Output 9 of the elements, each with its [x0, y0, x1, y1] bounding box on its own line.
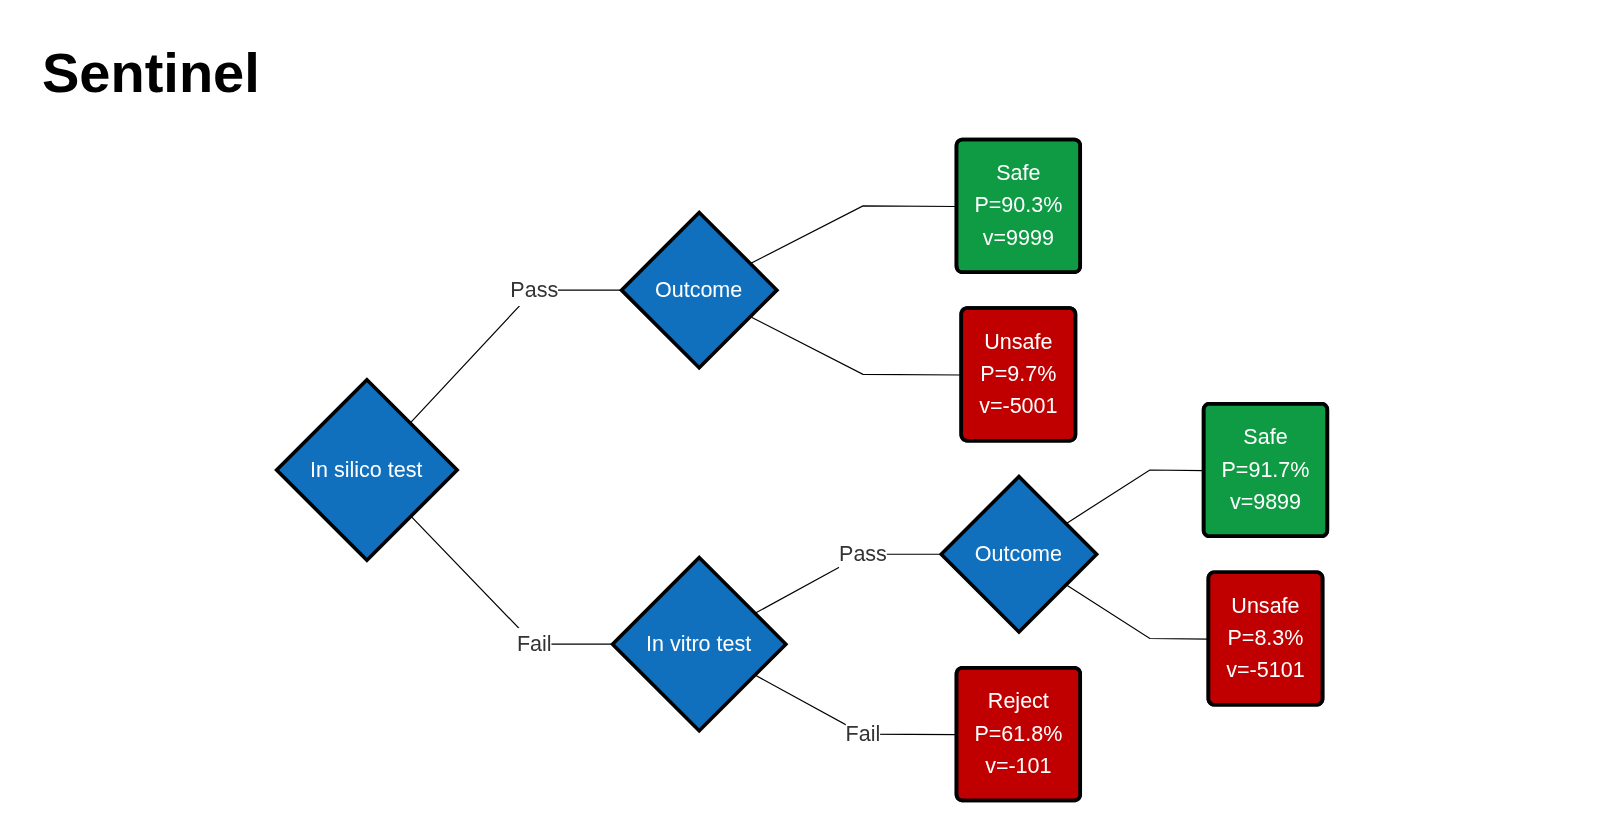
node-diamond: In vitro test: [610, 555, 789, 734]
edge-label: Pass: [510, 277, 559, 302]
node-diamond: Outcome: [938, 474, 1100, 635]
node-diamond: Outcome: [618, 209, 780, 371]
edge-label: Fail: [516, 631, 552, 656]
edge-label: Fail: [845, 721, 881, 746]
node-diamond: In silico test: [274, 377, 460, 563]
edge-label: Pass: [839, 541, 887, 566]
diagram-title: Sentinel: [42, 40, 260, 105]
